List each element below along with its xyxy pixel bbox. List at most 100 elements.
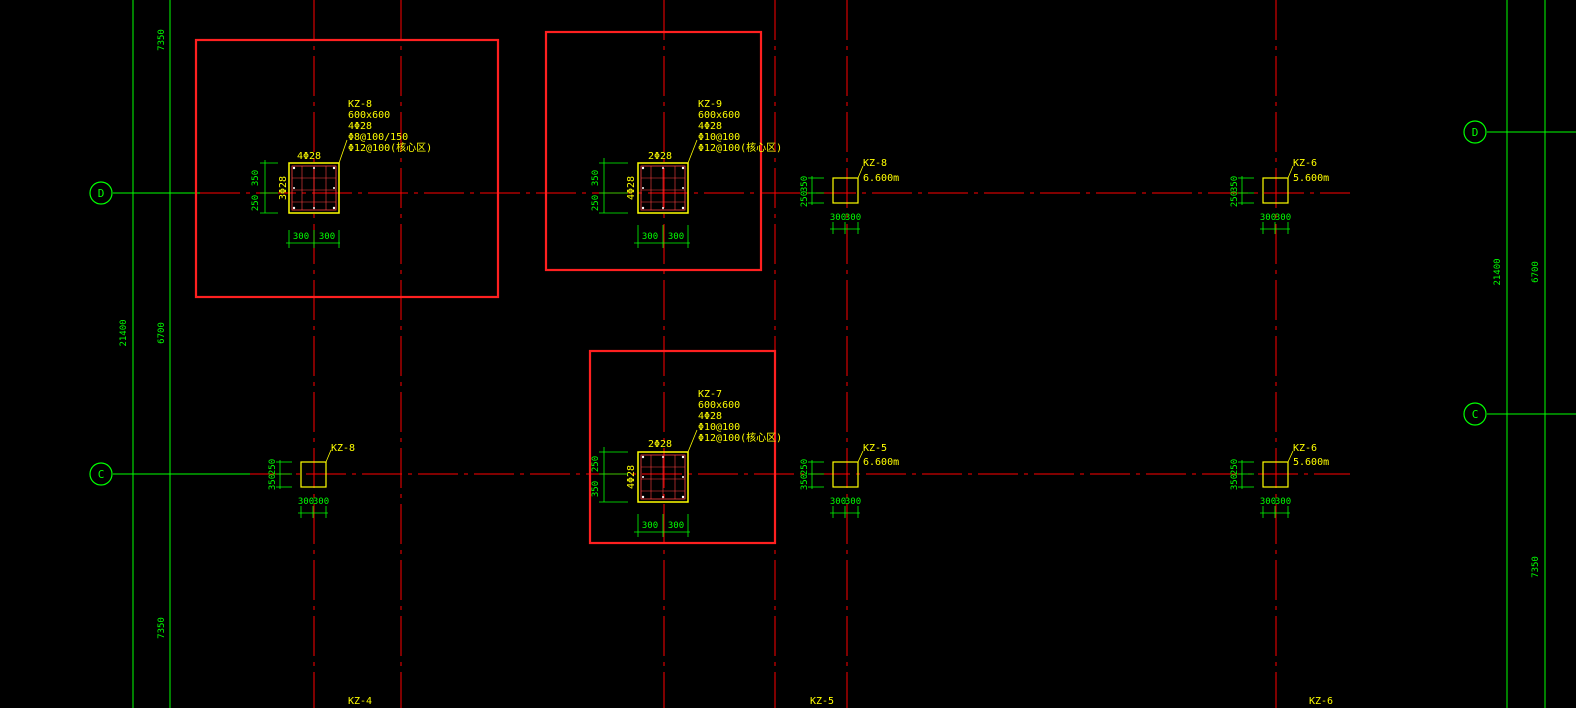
- kz7-dim-h1: 250: [591, 456, 601, 472]
- bottom-label-kz6: KZ-6: [1309, 696, 1333, 707]
- kz6d-dim-h2: 250: [1230, 191, 1240, 207]
- column-outline: [300, 461, 327, 488]
- rebar-dots: [641, 455, 685, 499]
- kz8-dim-w2: 300: [319, 232, 335, 242]
- kz6d-dimension-lines: [1238, 176, 1290, 234]
- axis-label-d-right: D: [1472, 126, 1479, 139]
- kz8d-note: 6.600m: [863, 173, 899, 184]
- leader-line: [687, 139, 698, 164]
- kz6d-dim-w1: 300: [1260, 213, 1276, 223]
- column-outline: [637, 451, 689, 503]
- kz8c-dim-w2: 300: [313, 497, 329, 507]
- vertical-dimension-texts: 7350 6700 21400 7350 21400 6700 7350: [119, 29, 1541, 639]
- leader-line: [687, 429, 698, 453]
- leader-line: [325, 449, 332, 463]
- axis-bubble-circle: [1463, 402, 1487, 426]
- axis-bubble-d-right[interactable]: D: [1463, 120, 1487, 144]
- column-outline: [288, 162, 340, 214]
- axis-label-d-left: D: [98, 187, 105, 200]
- axis-bubble-circle: [1463, 120, 1487, 144]
- kz8-main-bar: 4Φ28: [348, 121, 372, 132]
- bottom-labels: KZ-4 KZ-5 KZ-6: [348, 696, 1333, 707]
- kz8c-dim-h2: 350: [268, 474, 278, 490]
- kz8c-dim-h1: 250: [268, 459, 278, 475]
- kz9-stirrup: Φ10@100: [698, 132, 740, 143]
- kz9-core-bar: Φ12@100(核心区): [698, 141, 782, 154]
- kz8-side-bar: 3Φ28: [278, 176, 289, 200]
- axis-bubble-c-right[interactable]: C: [1463, 402, 1487, 426]
- rebar-ties: [292, 166, 336, 210]
- kz9-dimension-lines: [599, 158, 690, 248]
- kz9-size: 600x600: [698, 110, 740, 121]
- kz9-side-bar: 4Φ28: [626, 176, 637, 200]
- dim-left-total: 21400: [119, 319, 129, 346]
- dim-right-bottom: 7350: [1531, 556, 1541, 578]
- kz8-top-bar: 4Φ28: [297, 151, 321, 162]
- axis-bubble-c-left[interactable]: C: [89, 462, 113, 486]
- kz8-dim-h1: 350: [251, 170, 261, 186]
- kz6d-dim-w2: 300: [1275, 213, 1291, 223]
- highlight-boxes: [194, 30, 777, 545]
- dim-left-mid: 6700: [157, 322, 167, 344]
- kz6c-note: 5.600m: [1293, 457, 1329, 468]
- column-kz5-c[interactable]: KZ-5 6.600m 250 350 300 300: [800, 443, 899, 518]
- axis-label-c-left: C: [98, 468, 105, 481]
- red-center-lines: [200, 0, 1350, 708]
- kz5c-note: 6.600m: [863, 457, 899, 468]
- rebar-dots: [641, 166, 685, 210]
- kz9-main-bar: 4Φ28: [698, 121, 722, 132]
- kz7-dim-w1: 300: [642, 521, 658, 531]
- leader-line: [1287, 165, 1294, 179]
- bottom-label-kz4: KZ-4: [348, 696, 372, 707]
- kz9-dim-h2: 250: [591, 195, 601, 211]
- dim-right-total: 21400: [1493, 258, 1503, 285]
- kz7-dimension-lines: [599, 447, 690, 537]
- kz7-dim-h2: 350: [591, 481, 601, 497]
- column-kz8-c[interactable]: KZ-8 250 350 300 300: [268, 443, 355, 518]
- kz8-name: KZ-8: [348, 99, 372, 110]
- axis-label-c-right: C: [1472, 408, 1479, 421]
- axis-bubble-circle: [89, 181, 113, 205]
- kz9-dim-w1: 300: [642, 232, 658, 242]
- kz6c-dim-h2: 350: [1230, 474, 1240, 490]
- dim-right-mid: 6700: [1531, 261, 1541, 283]
- column-kz8-detail[interactable]: KZ-8 600x600 4Φ28 Φ8@100/150 Φ12@100(核心区…: [251, 99, 432, 248]
- column-outline: [832, 461, 859, 488]
- column-kz6-c[interactable]: KZ-6 5.600m 250 350 300 300: [1230, 443, 1329, 518]
- kz6c-dimension-lines: [1238, 460, 1290, 518]
- kz9-top-bar: 2Φ28: [648, 151, 672, 162]
- kz8d-dim-w2: 300: [845, 213, 861, 223]
- kz6d-name: KZ-6: [1293, 158, 1317, 169]
- column-kz9-detail[interactable]: KZ-9 600x600 4Φ28 Φ10@100 Φ12@100(核心区) 2…: [591, 99, 782, 248]
- rebar-ties: [641, 455, 685, 499]
- kz8d-dim-w1: 300: [830, 213, 846, 223]
- axis-bubble-d-left[interactable]: D: [89, 181, 113, 205]
- kz7-top-bar: 2Φ28: [648, 439, 672, 450]
- kz9-name: KZ-9: [698, 99, 722, 110]
- kz8d-dim-h2: 250: [800, 191, 810, 207]
- highlight-box-kz7: [588, 349, 777, 545]
- axis-bubble-circle: [89, 462, 113, 486]
- kz8d-dimension-lines: [808, 176, 860, 234]
- leader-line: [1287, 450, 1294, 463]
- kz7-stirrup: Φ10@100: [698, 422, 740, 433]
- column-outline: [1262, 177, 1289, 204]
- kz6c-name: KZ-6: [1293, 443, 1317, 454]
- kz5c-dim-h1: 250: [800, 459, 810, 475]
- kz7-core-bar: Φ12@100(核心区): [698, 431, 782, 444]
- kz6c-dim-h1: 250: [1230, 459, 1240, 475]
- kz8-size: 600x600: [348, 110, 390, 121]
- kz9-dim-w2: 300: [668, 232, 684, 242]
- rebar-ties: [641, 166, 685, 210]
- kz8d-dim-h1: 350: [800, 176, 810, 192]
- dim-left-top: 7350: [157, 29, 167, 51]
- column-kz7-detail[interactable]: KZ-7 600x600 4Φ28 Φ10@100 Φ12@100(核心区) 2…: [591, 389, 782, 537]
- kz6d-note: 5.600m: [1293, 173, 1329, 184]
- kz5c-dim-w2: 300: [845, 497, 861, 507]
- column-kz6-d[interactable]: KZ-6 5.600m 350 250 300 300: [1230, 158, 1329, 234]
- kz8c-name: KZ-8: [331, 443, 355, 454]
- column-kz8-d-small[interactable]: KZ-8 6.600m 350 250 300 300: [800, 158, 899, 234]
- kz7-name: KZ-7: [698, 389, 722, 400]
- kz6c-dim-w1: 300: [1260, 497, 1276, 507]
